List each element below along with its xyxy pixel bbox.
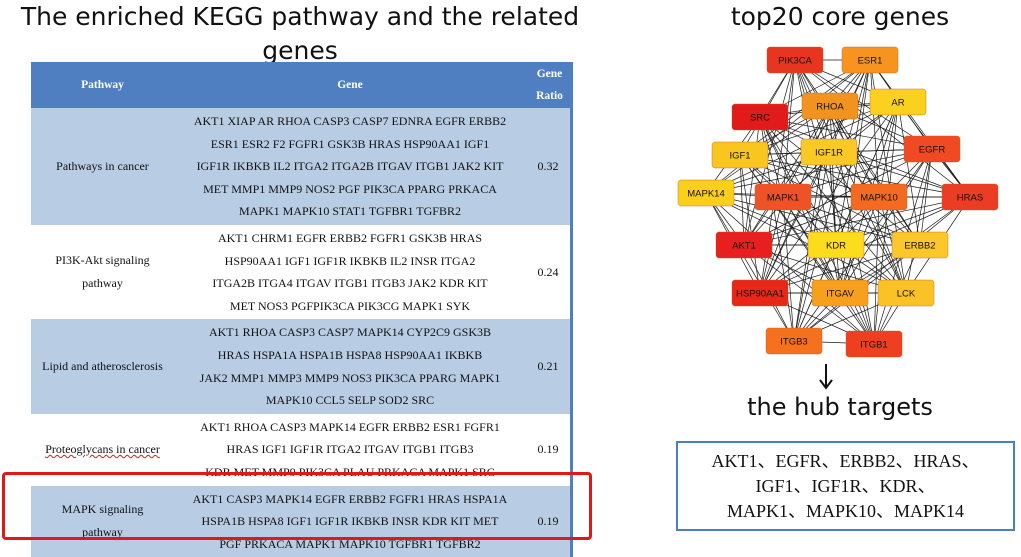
table-row: Lipid and atherosclerosis AKT1 RHOA CASP…	[31, 319, 573, 413]
node-label: ERBB2	[904, 241, 935, 252]
node-label: ITGB1	[860, 340, 887, 351]
gene-line: MAPK10 CCL5 SELP SOD2 SRC	[174, 389, 526, 412]
highlight-box	[2, 472, 592, 540]
down-arrow-icon	[816, 362, 836, 392]
node-label: EGFR	[919, 145, 946, 156]
network-node-src: SRC	[732, 104, 788, 130]
gene-ratio-column-header: Gene Ratio	[526, 62, 573, 108]
pathway-cell: PI3K-Akt signaling pathway	[31, 225, 174, 319]
network-edge	[870, 60, 970, 197]
gene-line: AKT1 CHRM1 EGFR ERBB2 FGFR1 GSK3B HRAS	[174, 227, 526, 250]
gene-line: HRAS HSPA1A HSPA1B HSPA8 HSP90AA1 IKBKB	[174, 344, 526, 367]
gene-line: AKT1 RHOA CASP3 MAPK14 EGFR ERBB2 ESR1 F…	[174, 416, 526, 439]
node-label: SRC	[750, 113, 770, 124]
gene-line: ESR1 ESR2 F2 FGFR1 GSK3B HRAS HSP90AA1 I…	[174, 133, 526, 156]
network-node-hsp90aa1: HSP90AA1	[732, 280, 788, 306]
network-node-igf1r: IGF1R	[801, 139, 857, 165]
network-title: top20 core genes	[690, 0, 990, 34]
network-node-egfr: EGFR	[904, 136, 960, 162]
pathway-name: Pathways in cancer	[56, 155, 149, 178]
pathway-cell: Lipid and atherosclerosis	[31, 319, 174, 413]
network-node-ar: AR	[870, 89, 926, 115]
node-label: KDR	[826, 241, 846, 252]
table-header: Pathway Gene Gene Ratio	[31, 62, 573, 108]
network-node-rhoa: RHOA	[802, 93, 858, 119]
hub-targets-line: IGF1、IGF1R、KDR、	[755, 474, 935, 499]
network-node-itgb1: ITGB1	[846, 331, 902, 357]
gene-ratio-cell: 0.24	[526, 225, 570, 319]
network-node-igf1: IGF1	[712, 142, 768, 168]
gene-line: MET MMP1 MMP9 NOS2 PGF PIK3CA PPARG PRKA…	[174, 178, 526, 201]
gene-line: IGF1R IKBKB IL2 ITGA2 ITGA2B ITGAV ITGB1…	[174, 155, 526, 178]
gene-line: HRAS IGF1 IGF1R ITGA2 ITGAV ITGB1 ITGB3	[174, 438, 526, 461]
hub-targets-box: AKT1、EGFR、ERBB2、HRAS、 IGF1、IGF1R、KDR、 MA…	[676, 441, 1015, 531]
network-node-itgb3: ITGB3	[766, 328, 822, 354]
network-node-akt1: AKT1	[716, 232, 772, 258]
network-node-pik3ca: PIK3CA	[767, 47, 823, 73]
node-label: AR	[891, 98, 904, 109]
hub-targets-line: MAPK1、MAPK10、MAPK14	[727, 499, 964, 524]
gene-cell: AKT1 XIAP AR RHOA CASP3 CASP7 EDNRA EGFR…	[174, 108, 526, 225]
node-label: IGF1R	[815, 148, 843, 159]
network-node-kdr: KDR	[808, 232, 864, 258]
node-label: HSP90AA1	[736, 289, 784, 300]
network-node-hras: HRAS	[942, 184, 998, 210]
gene-line: ITGA2B ITGA4 ITGAV ITGB1 ITGB3 JAK2 KDR …	[174, 272, 526, 295]
left-panel-title: The enriched KEGG pathway and the relate…	[0, 0, 600, 68]
pathway-name-line: PI3K-Akt signaling	[55, 249, 149, 272]
node-label: IGF1	[729, 151, 750, 162]
node-label: PIK3CA	[778, 56, 812, 67]
table-row: Pathways in cancer AKT1 XIAP AR RHOA CAS…	[31, 108, 573, 225]
node-label: MAPK10	[860, 193, 898, 204]
network-node-itgav: ITGAV	[812, 280, 868, 306]
node-label: ITGAV	[826, 289, 854, 300]
gene-ratio-cell: 0.32	[526, 108, 570, 225]
gene-line: HSP90AA1 IGF1 IGF1R IKBKB IL2 INSR ITGA2	[174, 250, 526, 273]
network-node-esr1: ESR1	[842, 47, 898, 73]
pathway-name-line: pathway	[82, 272, 123, 295]
network-node-erbb2: ERBB2	[892, 232, 948, 258]
network-node-mapk14: MAPK14	[678, 180, 734, 206]
pathway-cell: Pathways in cancer	[31, 108, 174, 225]
network-edge	[906, 149, 932, 293]
node-label: ESR1	[858, 56, 883, 67]
pathway-name: Lipid and atherosclerosis	[42, 355, 163, 378]
hub-targets-title: the hub targets	[690, 393, 990, 421]
network-node-mapk1: MAPK1	[755, 184, 811, 210]
gene-line: JAK2 MMP1 MMP3 MMP9 NOS3 PIK3CA PPARG MA…	[174, 367, 526, 390]
gene-ratio-cell: 0.21	[526, 319, 570, 413]
gene-cell: AKT1 CHRM1 EGFR ERBB2 FGFR1 GSK3B HRAS H…	[174, 225, 526, 319]
pathway-column-header: Pathway	[31, 62, 174, 108]
gene-line: AKT1 RHOA CASP3 CASP7 MAPK14 CYP2C9 GSK3…	[174, 321, 526, 344]
node-label: LCK	[897, 289, 916, 300]
gene-column-header: Gene	[174, 62, 526, 108]
gene-ratio-header-line1: Gene	[537, 63, 563, 85]
gene-line: MET NOS3 PGFPIK3CA PIK3CG MAPK1 SYK	[174, 295, 526, 318]
table-row: PI3K-Akt signaling pathway AKT1 CHRM1 EG…	[31, 225, 573, 319]
node-label: RHOA	[816, 102, 844, 113]
network-node-mapk10: MAPK10	[851, 184, 907, 210]
node-label: ITGB3	[780, 337, 807, 348]
gene-line: MAPK1 MAPK10 STAT1 TGFBR1 TGFBR2	[174, 200, 526, 223]
node-label: AKT1	[732, 241, 756, 252]
gene-cell: AKT1 RHOA CASP3 CASP7 MAPK14 CYP2C9 GSK3…	[174, 319, 526, 413]
gene-line: AKT1 XIAP AR RHOA CASP3 CASP7 EDNRA EGFR…	[174, 110, 526, 133]
pathway-name: Proteoglycans in cancer	[45, 438, 160, 461]
gene-ratio-header-line2: Ratio	[536, 85, 563, 107]
network-node-lck: LCK	[878, 280, 934, 306]
hub-targets-line: AKT1、EGFR、ERBB2、HRAS、	[711, 449, 979, 474]
node-label: MAPK14	[687, 189, 725, 200]
node-label: HRAS	[957, 193, 983, 204]
node-label: MAPK1	[767, 193, 799, 204]
